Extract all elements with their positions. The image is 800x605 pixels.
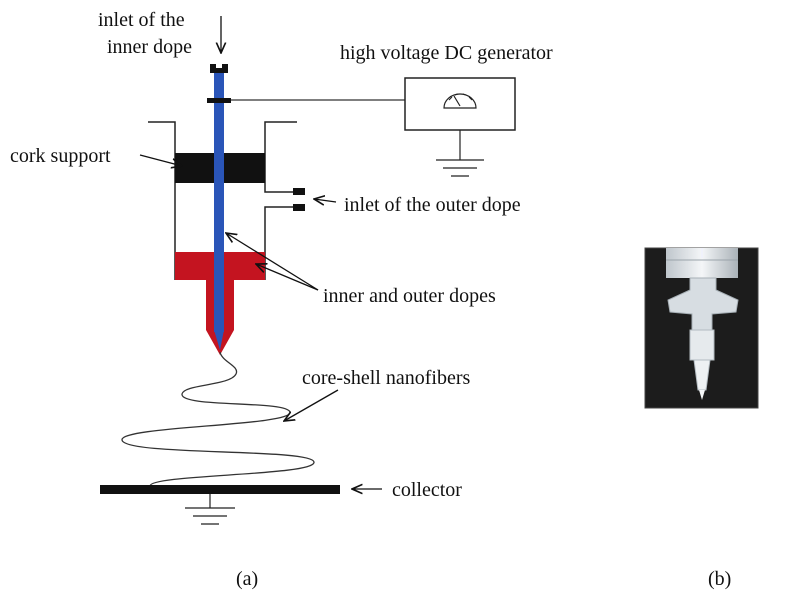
chamber-right-wall [264,121,297,193]
core-shell-nanofiber-jet [121,351,315,490]
inner-inlet-cap [210,64,228,73]
dopes-arrow-outer [256,264,319,291]
high-voltage-generator [231,77,516,177]
inner-needle [214,70,224,332]
nanofibers-label: core-shell nanofibers [302,367,470,389]
cork-support-label: cork support [10,145,111,167]
collector-plate [100,485,340,494]
panel-a-label: (a) [236,568,258,590]
outer-inlet-nozzle-top [293,188,305,195]
outer-inlet-label: inlet of the outer dope [344,194,521,216]
electrode-clamp [207,98,231,103]
generator-label: high voltage DC generator [340,42,553,64]
dopes-label: inner and outer dopes [323,285,496,307]
dopes-arrow-inner [226,233,319,291]
collector-label: collector [392,479,462,501]
outer-inlet-arrow [314,199,337,202]
coaxial-needle-photo [644,247,759,409]
needle-tip [214,330,224,350]
chamber-left-wall [148,121,176,280]
inner-inlet-label-line1: inlet of the [98,9,185,31]
meter-icon [443,93,477,109]
panel-b-label: (b) [708,568,731,590]
inner-inlet-cap-notch [216,64,222,68]
collector-ground-icon [185,507,235,525]
cork-arrow [139,154,182,166]
nanofiber-arrow [284,389,339,421]
generator-ground-icon [436,159,484,177]
spinneret-assembly [148,64,305,355]
outer-inlet-nozzle-bottom [293,204,305,211]
inner-inlet-label-line2: inner dope [107,36,192,58]
